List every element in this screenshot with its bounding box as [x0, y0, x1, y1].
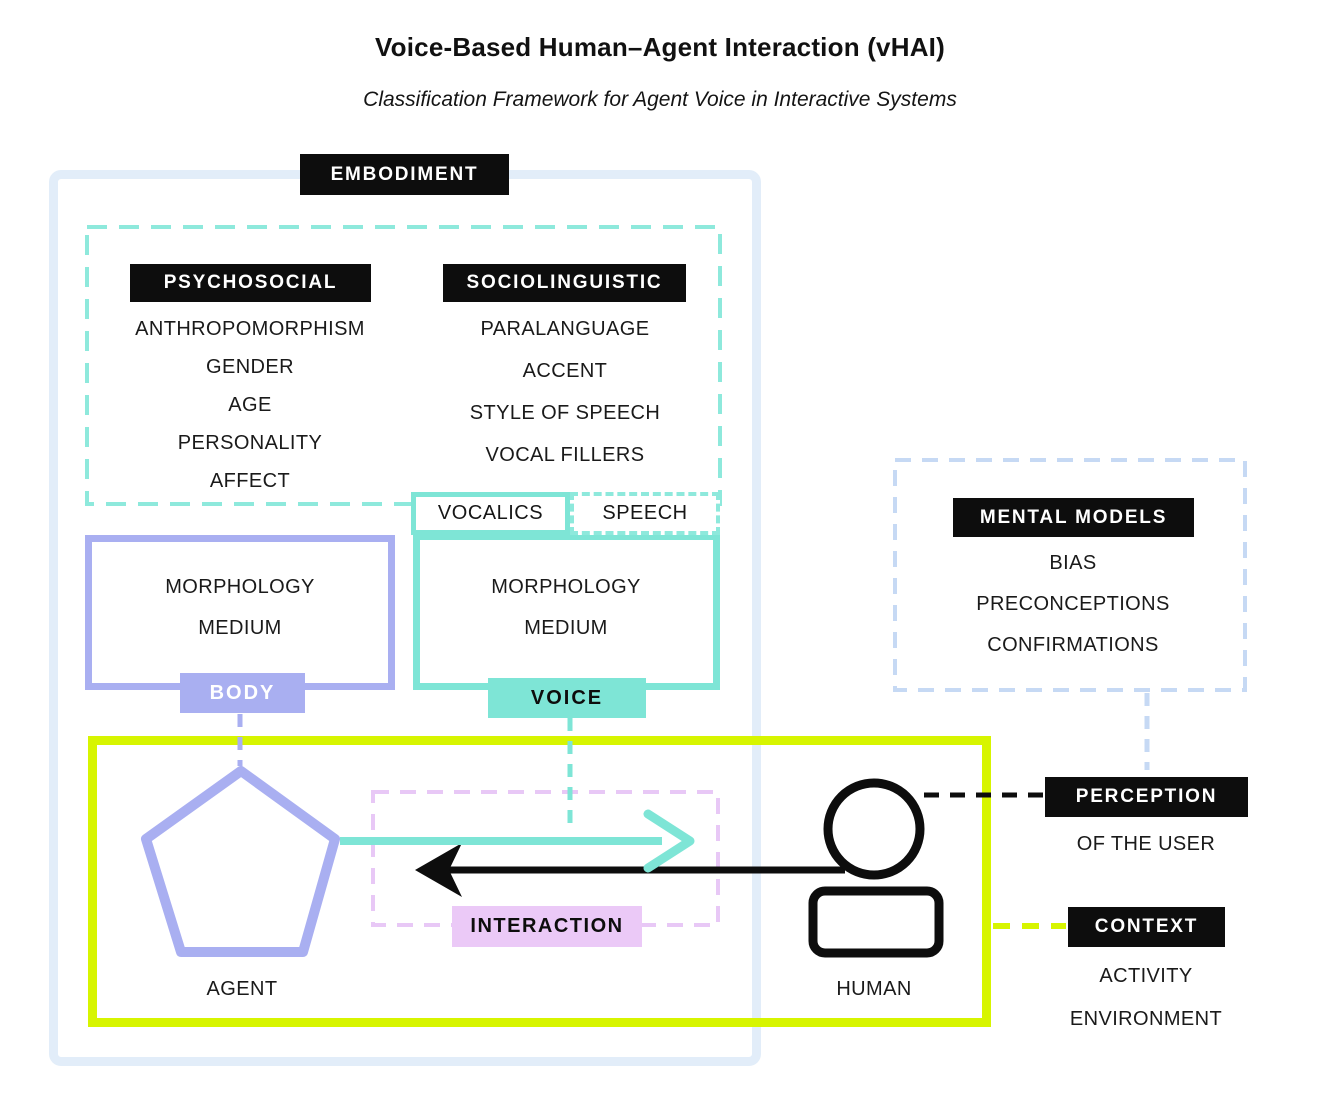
interaction-outer-frame [88, 736, 991, 1027]
list-item: AGE [228, 394, 272, 416]
sociolinguistic-list: PARALANGUAGE ACCENT STYLE OF SPEECH VOCA… [425, 318, 705, 467]
embodiment-label: EMBODIMENT [300, 154, 509, 195]
list-item: MORPHOLOGY [491, 576, 641, 598]
list-item: ANTHROPOMORPHISM [135, 318, 365, 340]
list-item: STYLE OF SPEECH [469, 402, 661, 424]
vocalics-box: VOCALICS [411, 492, 570, 535]
interaction-label: INTERACTION [452, 906, 642, 947]
context-list: ACTIVITY ENVIRONMENT [1046, 965, 1246, 1031]
list-item: MEDIUM [198, 617, 282, 639]
list-item: VOCAL FILLERS [485, 444, 645, 466]
body-label: BODY [180, 673, 305, 713]
list-item: MEDIUM [524, 617, 608, 639]
list-item: GENDER [206, 356, 294, 378]
list-item: ACTIVITY [1099, 965, 1193, 987]
sociolinguistic-label: SOCIOLINGUISTIC [443, 264, 686, 302]
body-list: MORPHOLOGY MEDIUM [120, 576, 360, 640]
psychosocial-label: PSYCHOSOCIAL [130, 264, 371, 302]
human-label: HUMAN [836, 978, 912, 1000]
list-item: ENVIRONMENT [1069, 1008, 1223, 1030]
agent-label: AGENT [206, 978, 278, 1000]
list-item: BIAS [1049, 552, 1097, 574]
mental-models-list: BIAS PRECONCEPTIONS CONFIRMATIONS [923, 552, 1223, 657]
list-item: MORPHOLOGY [165, 576, 315, 598]
context-label: CONTEXT [1068, 907, 1225, 947]
page-title: Voice-Based Human–Agent Interaction (vHA… [375, 32, 945, 62]
voice-label: VOICE [488, 678, 646, 718]
speech-box: SPEECH [570, 492, 720, 535]
list-item: PARALANGUAGE [480, 318, 650, 340]
list-item: PERSONALITY [177, 432, 323, 454]
list-item: PRECONCEPTIONS [976, 593, 1170, 615]
list-item: ACCENT [522, 360, 608, 382]
list-item: AFFECT [209, 470, 291, 492]
psychosocial-list: ANTHROPOMORPHISM GENDER AGE PERSONALITY … [105, 318, 395, 493]
mental-models-label: MENTAL MODELS [953, 498, 1194, 537]
perception-label: PERCEPTION [1045, 777, 1248, 817]
list-item: CONFIRMATIONS [987, 634, 1159, 656]
perception-subtitle: OF THE USER [1076, 833, 1216, 855]
page-subtitle: Classification Framework for Agent Voice… [363, 88, 957, 111]
voice-list: MORPHOLOGY MEDIUM [446, 576, 686, 640]
